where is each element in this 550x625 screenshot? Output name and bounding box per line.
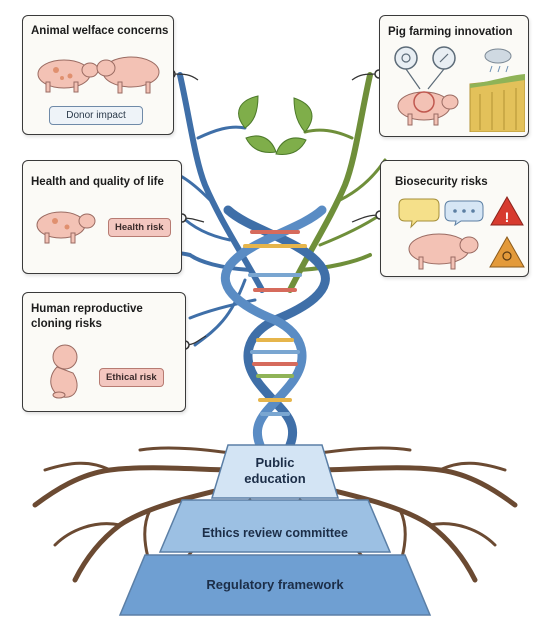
panel-animal-welfare: Animal welface concerns Donor impact (22, 15, 174, 135)
panel-biosecurity: Biosecurity risks ! (380, 160, 529, 277)
panel-title: Animal welface concerns (31, 25, 169, 37)
tier-public-education: Public education (228, 455, 322, 487)
panel-pig-farming: Pig farming innovation (379, 15, 529, 137)
pig-icon (36, 211, 96, 244)
panel-health: Health and quality of life Health risk (22, 160, 182, 274)
dna-rungs (243, 230, 307, 416)
panel-title: Health and quality of life (31, 176, 164, 188)
panel-title-line2: cloning risks (31, 318, 102, 330)
embryo-icon (50, 344, 78, 399)
speech-bubble-icon (398, 198, 440, 229)
donor-impact-tag: Donor impact (49, 106, 143, 125)
cloud-icon (484, 48, 512, 64)
tier-regulatory: Regulatory framework (206, 577, 344, 592)
warning-icon (490, 195, 524, 226)
chat-bubble-icon (444, 200, 484, 227)
tier-public-education-line1: Public (255, 455, 295, 470)
pig-icon (37, 56, 160, 94)
panel-title: Pig farming innovation (388, 26, 513, 38)
svg-text:!: ! (505, 209, 510, 225)
connector-dots (166, 69, 385, 350)
panel-title: Biosecurity risks (395, 176, 488, 188)
foundation-tiers (118, 444, 432, 616)
connectors (170, 73, 381, 346)
health-risk-tag: Health risk (108, 218, 171, 237)
tier-ethics-review: Ethics review committee (202, 526, 348, 540)
farming-icon (394, 46, 525, 132)
tier-public-education-line2: education (244, 471, 306, 486)
panel-title-line1: Human reproductive (31, 303, 143, 315)
leaves (238, 95, 313, 155)
gear-icon (394, 46, 456, 70)
panel-cloning: Human reproductive cloning risks Ethical… (22, 292, 186, 412)
biosecurity-icons: ! (398, 195, 525, 270)
ethical-risk-tag: Ethical risk (99, 368, 164, 387)
